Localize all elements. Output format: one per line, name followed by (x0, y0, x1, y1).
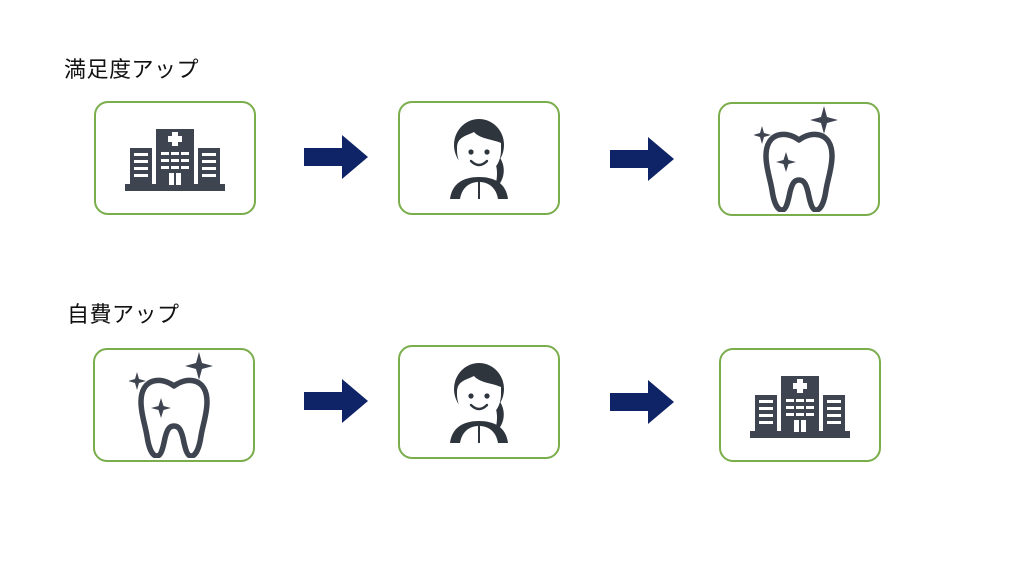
sparkling-tooth-icon (129, 352, 213, 458)
hospital-icon (125, 129, 225, 191)
arrow-right-icon (304, 379, 368, 423)
hospital-icon (750, 376, 850, 438)
row-2-title: 自費アップ (67, 303, 180, 328)
row-2-step-1-tooth (93, 348, 255, 462)
arrow-right-icon (610, 137, 674, 181)
row-1-step-1-hospital (94, 101, 256, 215)
patient-icon (450, 363, 508, 443)
arrow-right-icon (610, 380, 674, 424)
row-1-step-3-tooth (718, 102, 880, 216)
row-1-title: 満足度アップ (64, 58, 200, 83)
patient-icon (450, 119, 508, 199)
row-2-step-3-hospital (719, 348, 881, 462)
row-2-step-2-patient (398, 345, 560, 459)
sparkling-tooth-icon (754, 106, 838, 212)
row-1-step-2-patient (398, 101, 560, 215)
arrow-right-icon (304, 135, 368, 179)
